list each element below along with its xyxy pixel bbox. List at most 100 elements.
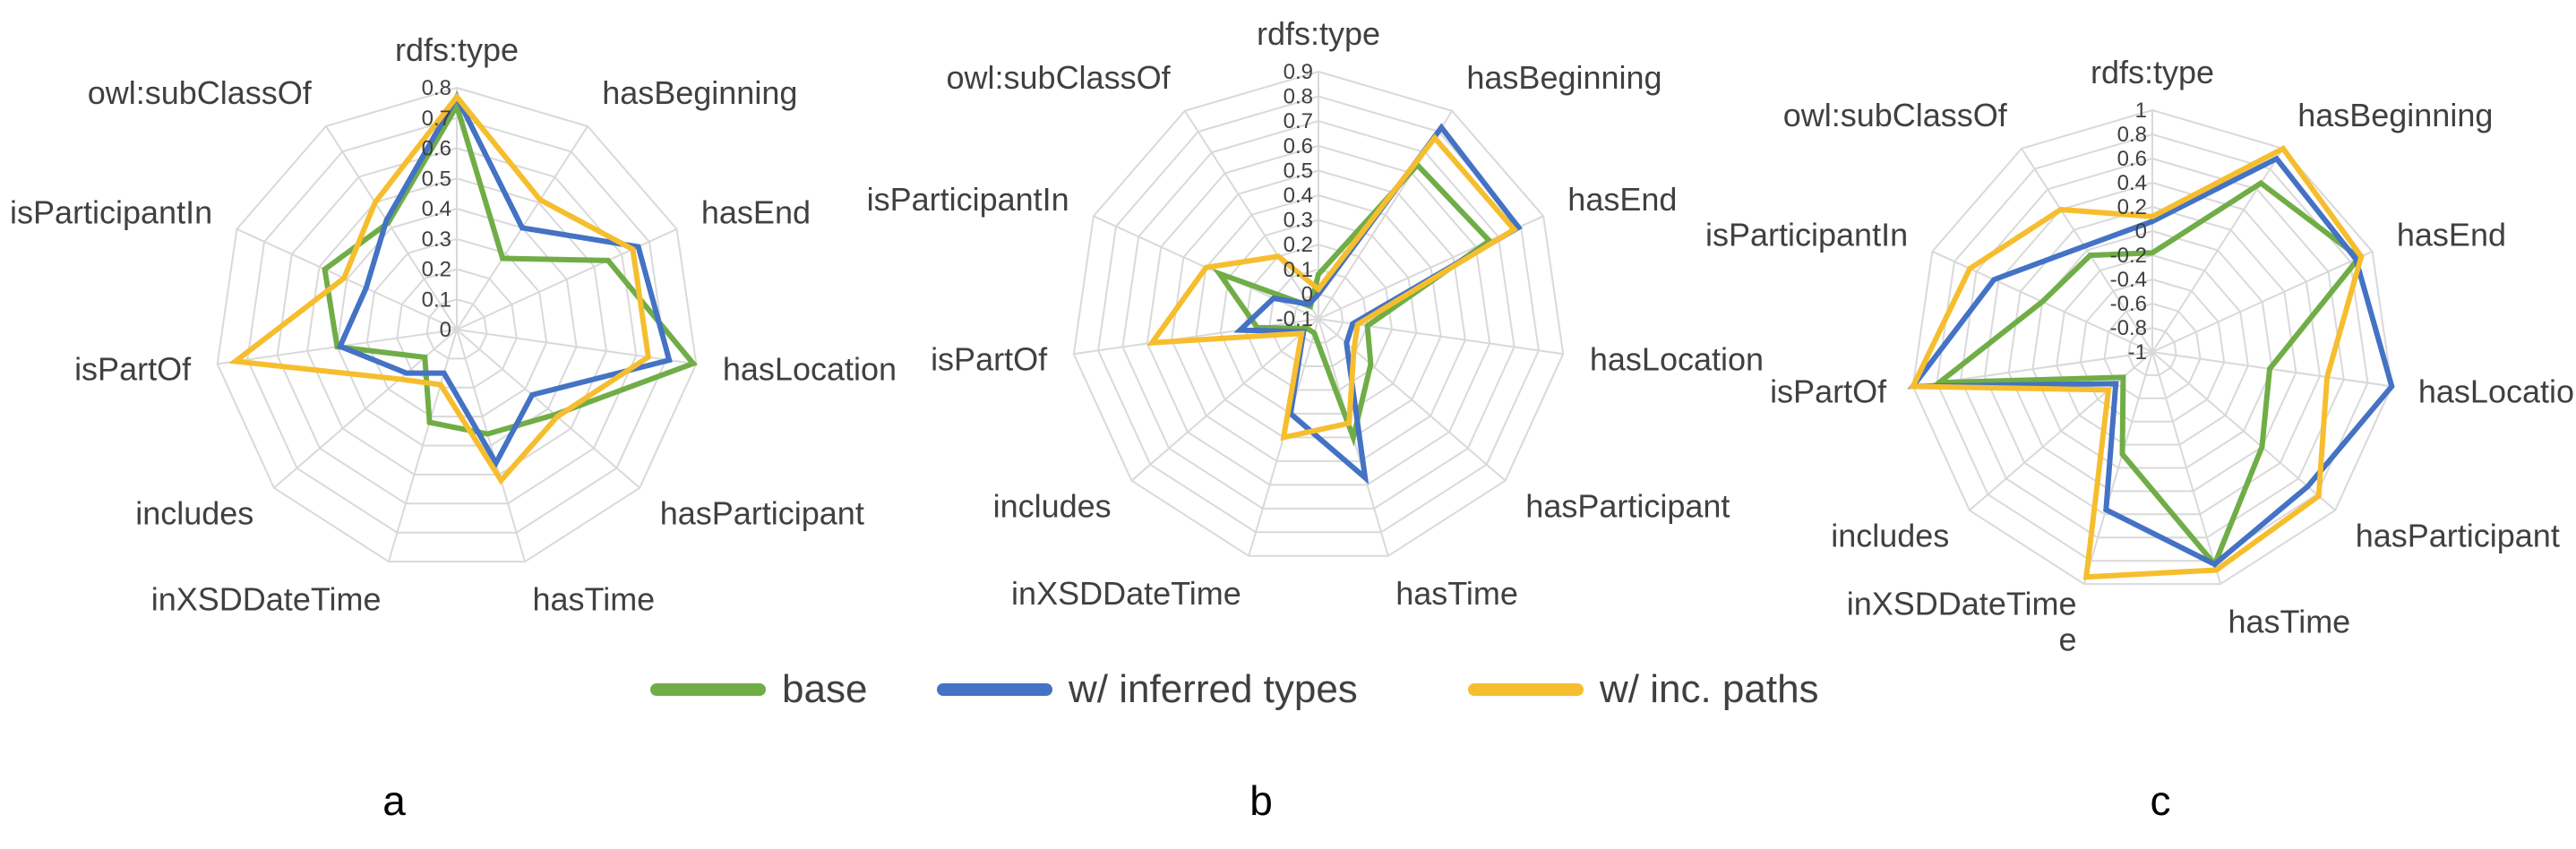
spoke-line	[387, 329, 458, 562]
legend-item-inc-paths: w/ inc. paths	[1468, 667, 1819, 711]
tick-label: 0.3	[422, 227, 451, 252]
tick-label: 0	[1301, 282, 1313, 306]
series-line-w-inferred-types	[1233, 123, 1523, 485]
spoke-line	[2082, 351, 2153, 585]
spoke-line	[456, 329, 697, 365]
tick-label: 0.1	[422, 287, 451, 312]
panel-label-a: a	[382, 777, 406, 824]
series-line-w-inc-paths	[228, 92, 652, 485]
tick-label: 0	[440, 318, 451, 342]
category-label-hasparticipant: hasParticipant	[660, 495, 864, 532]
category-label-includes: includes	[135, 495, 253, 532]
legend-item-inferred-types: w/ inferred types	[937, 667, 1358, 711]
category-label-isparticipantin: isParticipantIn	[867, 181, 1069, 218]
gridline-ring	[2056, 253, 2249, 446]
gridline-ring	[336, 207, 578, 447]
panel-label-c: c	[2151, 777, 2171, 824]
gridline-ring	[1219, 219, 1418, 415]
gridline-ring	[305, 177, 608, 476]
panel-label-b: b	[1249, 777, 1273, 824]
category-label-rdfs-type: rdfs:type	[2091, 54, 2214, 90]
tick-label: 0.5	[422, 167, 451, 191]
gridline-ring	[396, 268, 518, 389]
tick-label: 0	[2135, 219, 2147, 244]
legend-label-base: base	[782, 667, 867, 711]
series-line-w-inferred-types	[1907, 155, 2395, 568]
gridline-ring	[2079, 278, 2226, 423]
tick-label: 0.6	[422, 137, 451, 161]
gridline-ring	[1936, 133, 2369, 562]
spoke-line	[1073, 318, 1319, 356]
gridline-ring	[1983, 181, 2322, 516]
tick-label: 0.2	[2117, 195, 2147, 219]
category-label-isparticipantin: isParticipantIn	[10, 194, 212, 231]
category-label-haslocation: hasLocation	[723, 351, 897, 388]
legend-label-inc-paths: w/ inc. paths	[1599, 667, 1819, 711]
tick-label: -0.4	[2110, 268, 2147, 292]
series-line-base	[322, 99, 698, 437]
category-label-hasparticipant: hasParticipant	[2356, 518, 2560, 554]
category-label-hasend: hasEnd	[1567, 181, 1677, 218]
tick-label: 0.7	[1284, 109, 1313, 133]
gridline-ring	[365, 237, 548, 418]
gridline-ring	[2127, 326, 2177, 376]
gridline-ring	[1171, 169, 1466, 462]
category-label-hastime: hasTime	[533, 580, 656, 617]
tick-label: -1	[2128, 340, 2147, 364]
category-label-inxsddatetime: inXSDDateTime	[151, 580, 382, 617]
category-label-owl-subclassof: owl:subClassOf	[88, 74, 313, 111]
spoke-line	[2151, 351, 2336, 511]
category-label-hasbeginning: hasBeginning	[2297, 97, 2493, 133]
spoke-line	[1130, 318, 1319, 482]
spoke-line	[456, 329, 527, 562]
tick-label: -0.6	[2110, 292, 2147, 316]
category-label-hasbeginning: hasBeginning	[602, 74, 797, 111]
gridline-ring	[1072, 70, 1565, 557]
tick-label: 0.8	[422, 76, 451, 100]
category-label-ispartof: isPartOf	[74, 351, 192, 388]
tick-label: 1	[2135, 99, 2147, 123]
category-label-hastime: hasTime	[1395, 575, 1518, 612]
tick-label: 0.4	[422, 197, 451, 221]
category-label-hasend: hasEnd	[701, 194, 811, 231]
tick-label: 0.1	[1284, 258, 1313, 282]
gridline-ring	[1911, 108, 2393, 586]
radar-chart-c: -1-0.8-0.6-0.4-0.200.20.40.60.81 rdfs:typ…	[1705, 54, 2576, 657]
gridline-ring	[1243, 244, 1394, 391]
category-label-hasparticipant: hasParticipant	[1525, 488, 1730, 525]
spoke-line	[236, 227, 458, 330]
category-label-hasend: hasEnd	[2397, 217, 2506, 253]
tick-label: -0.8	[2110, 316, 2147, 340]
gridline-ring	[1146, 144, 1491, 486]
category-label-rdfs-type: rdfs:type	[395, 31, 519, 68]
tick-label: 0.7	[422, 107, 451, 131]
spoke-line	[2151, 250, 2374, 353]
gridline-ring	[2103, 302, 2202, 399]
tick-label: 0.8	[2117, 123, 2147, 147]
gridline-ring	[1121, 120, 1516, 510]
tick-label: 0.2	[422, 258, 451, 282]
tick-label: 0.4	[1284, 184, 1313, 208]
legend-label-inferred-types: w/ inferred types	[1068, 667, 1358, 711]
spoke-line	[1318, 318, 1507, 482]
category-label-ispartof: isPartOf	[1770, 373, 1887, 410]
spoke-line	[456, 329, 640, 489]
tick-label: 0.6	[2117, 147, 2147, 171]
spoke-line	[2021, 148, 2153, 353]
spoke-line	[2151, 351, 2222, 585]
spoke-line	[1183, 110, 1319, 320]
tick-label: 0.9	[1284, 60, 1313, 84]
category-label-owl-subclassof: owl:subClassOf	[1783, 97, 2008, 133]
category-label-rdfs-type: rdfs:type	[1257, 15, 1380, 52]
category-label-includes: includes	[993, 488, 1112, 525]
tick-label: 0.3	[1284, 209, 1313, 233]
tick-label: -0.2	[2110, 244, 2147, 268]
category-label-hasbeginning: hasBeginning	[1466, 59, 1662, 96]
gridline-ring	[216, 86, 698, 563]
gridline-ring	[246, 116, 667, 534]
tick-label: 0.4	[2117, 171, 2147, 195]
series-line-w-inc-paths	[1908, 145, 2365, 580]
tick-label: 0.6	[1284, 134, 1313, 159]
category-label-includes: includes	[1831, 518, 1949, 554]
